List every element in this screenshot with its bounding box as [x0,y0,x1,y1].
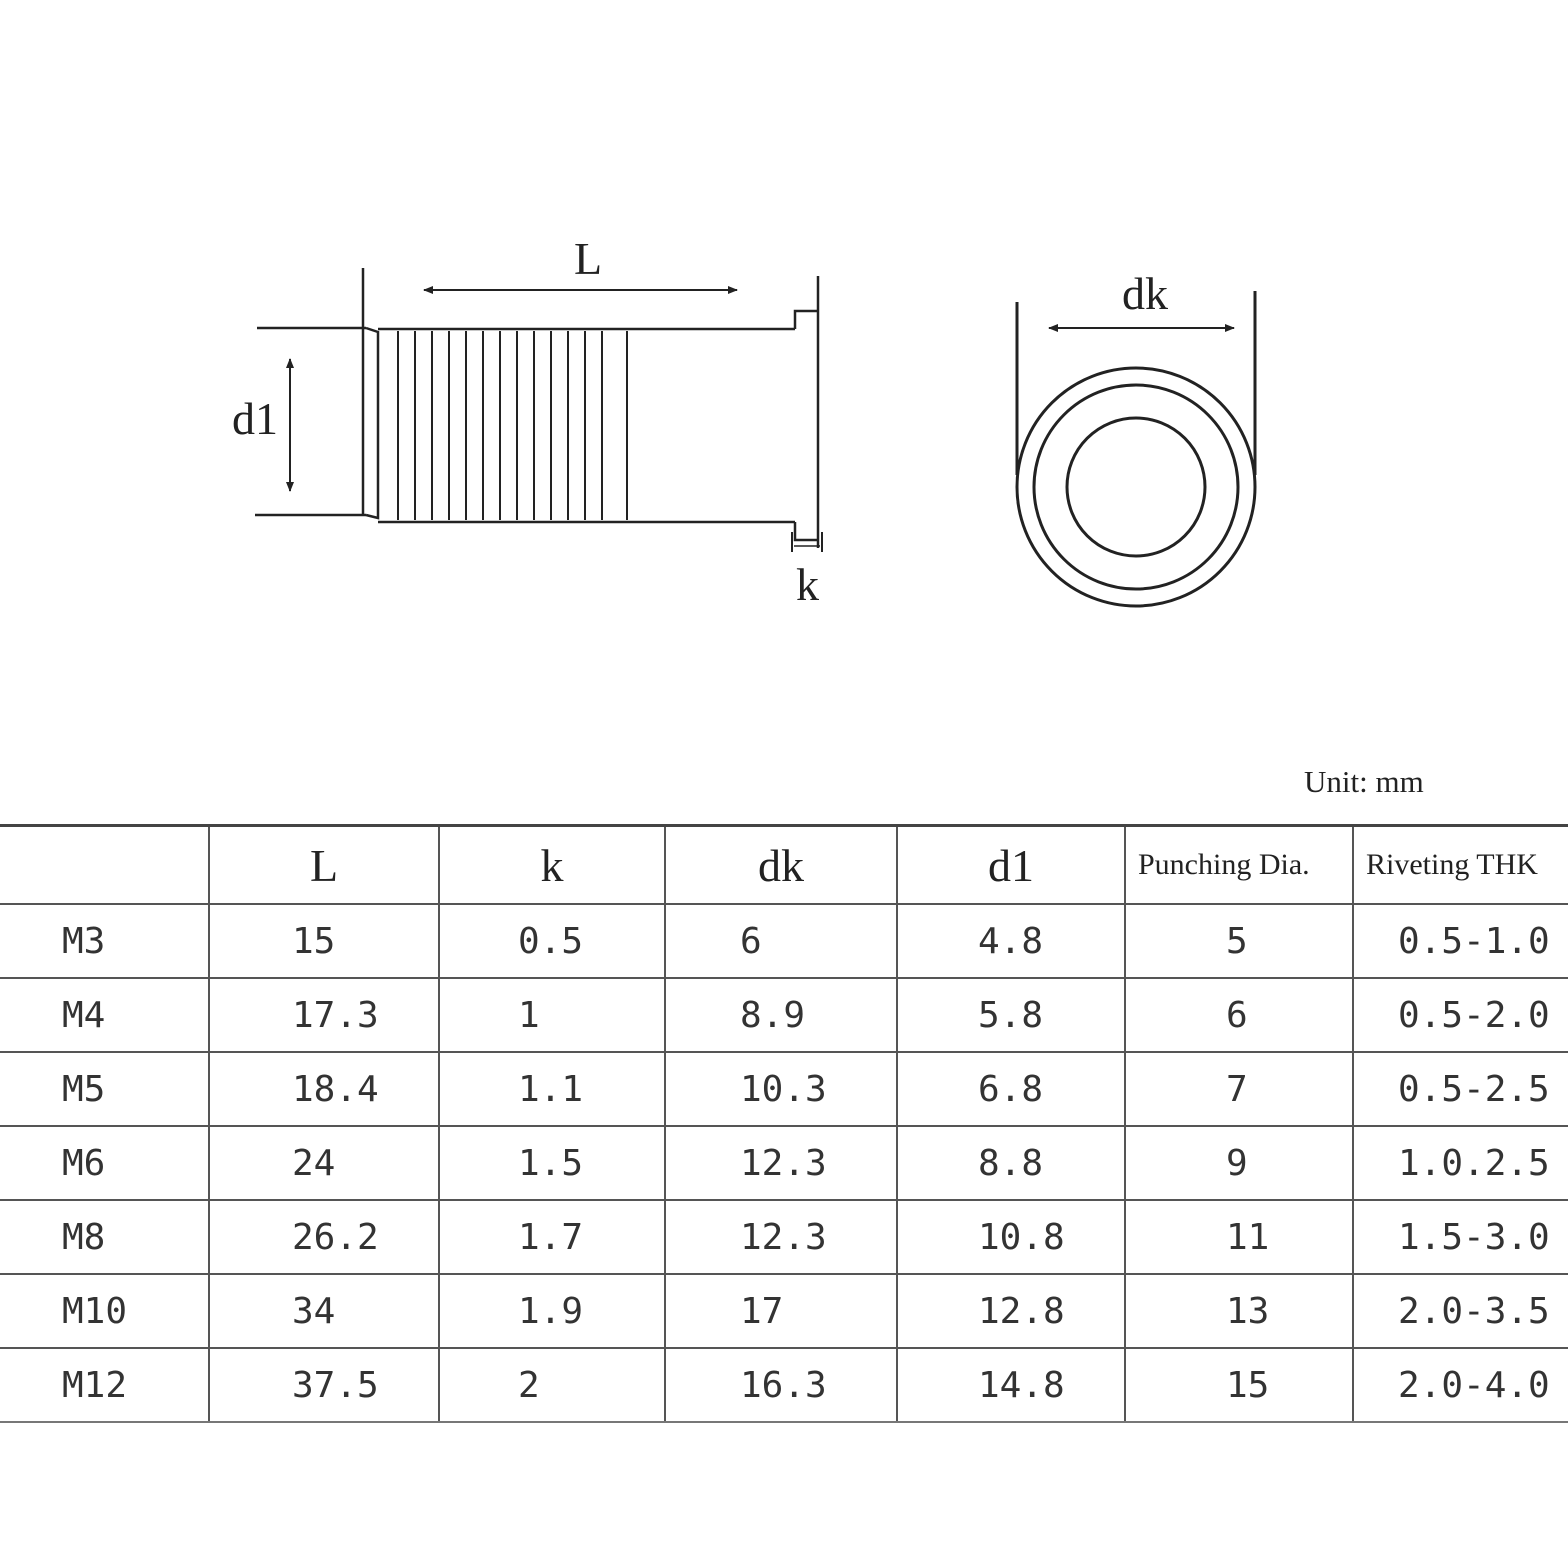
table-cell: 2.0-4.0 [1352,1347,1568,1423]
table-cell: 5 [1124,903,1354,979]
table-cell: M3 [0,903,210,979]
table-cell: 18.4 [208,1051,440,1127]
table-cell: 9 [1124,1125,1354,1201]
header-head-diameter: dk [664,824,898,905]
table-cell: 1 [438,977,666,1053]
table-cell: 2.0-3.5 [1352,1273,1568,1349]
table-cell: 1.1 [438,1051,666,1127]
table-cell: 0.5 [438,903,666,979]
table-cell: 10.3 [664,1051,898,1127]
table-cell: 17.3 [208,977,440,1053]
table-cell: 1.5 [438,1125,666,1201]
header-length: L [208,824,440,905]
table-cell: M5 [0,1051,210,1127]
table-cell: 6 [664,903,898,979]
header-size [0,824,210,905]
table-cell: 7 [1124,1051,1354,1127]
table-cell: 37.5 [208,1347,440,1423]
end-view [1015,291,1257,608]
body-diameter-label: d1 [232,393,278,444]
table-cell: 26.2 [208,1199,440,1275]
table-cell: M12 [0,1347,210,1423]
table-cell: 12.8 [896,1273,1126,1349]
rivet-nut-drawing: L d1 k dk [232,233,1257,610]
table-cell: 11 [1124,1199,1354,1275]
header-riveting-thk: Riveting THK [1352,824,1568,905]
table-cell: 17 [664,1273,898,1349]
table-cell: 12.3 [664,1199,898,1275]
table-cell: 0.5-2.0 [1352,977,1568,1053]
table-cell: M10 [0,1273,210,1349]
header-body-diameter: d1 [896,824,1126,905]
table-cell: 2 [438,1347,666,1423]
table-cell: 1.5-3.0 [1352,1199,1568,1275]
table-cell: 4.8 [896,903,1126,979]
table-cell: 12.3 [664,1125,898,1201]
table-cell: 13 [1124,1273,1354,1349]
knurl-lines [397,331,628,520]
table-cell: 24 [208,1125,440,1201]
header-punching-dia: Punching Dia. [1124,824,1354,905]
table-cell: M4 [0,977,210,1053]
table-cell: 34 [208,1273,440,1349]
table-cell: 8.8 [896,1125,1126,1201]
table-cell: 14.8 [896,1347,1126,1423]
table-cell: 5.8 [896,977,1126,1053]
table-cell: 15 [208,903,440,979]
table-header-row: L k dk d1 Punching Dia. Riveting THK [0,824,1568,905]
side-view [255,268,823,552]
table-cell: 1.7 [438,1199,666,1275]
table-cell: 6 [1124,977,1354,1053]
table-cell: 6.8 [896,1051,1126,1127]
table-cell: 0.5-1.0 [1352,903,1568,979]
unit-note: Unit: mm [1304,764,1424,799]
table-cell: 0.5-2.5 [1352,1051,1568,1127]
head-thickness-label: k [796,559,819,610]
table-cell: 8.9 [664,977,898,1053]
table-cell: 10.8 [896,1199,1126,1275]
table-cell: M8 [0,1199,210,1275]
table-cell: 15 [1124,1347,1354,1423]
header-head-thickness: k [438,824,666,905]
length-label: L [574,233,602,284]
table-cell: M6 [0,1125,210,1201]
table-cell: 1.9 [438,1273,666,1349]
table-cell: 16.3 [664,1347,898,1423]
table-cell: 1.0.2.5 [1352,1125,1568,1201]
head-diameter-label: dk [1122,268,1168,319]
